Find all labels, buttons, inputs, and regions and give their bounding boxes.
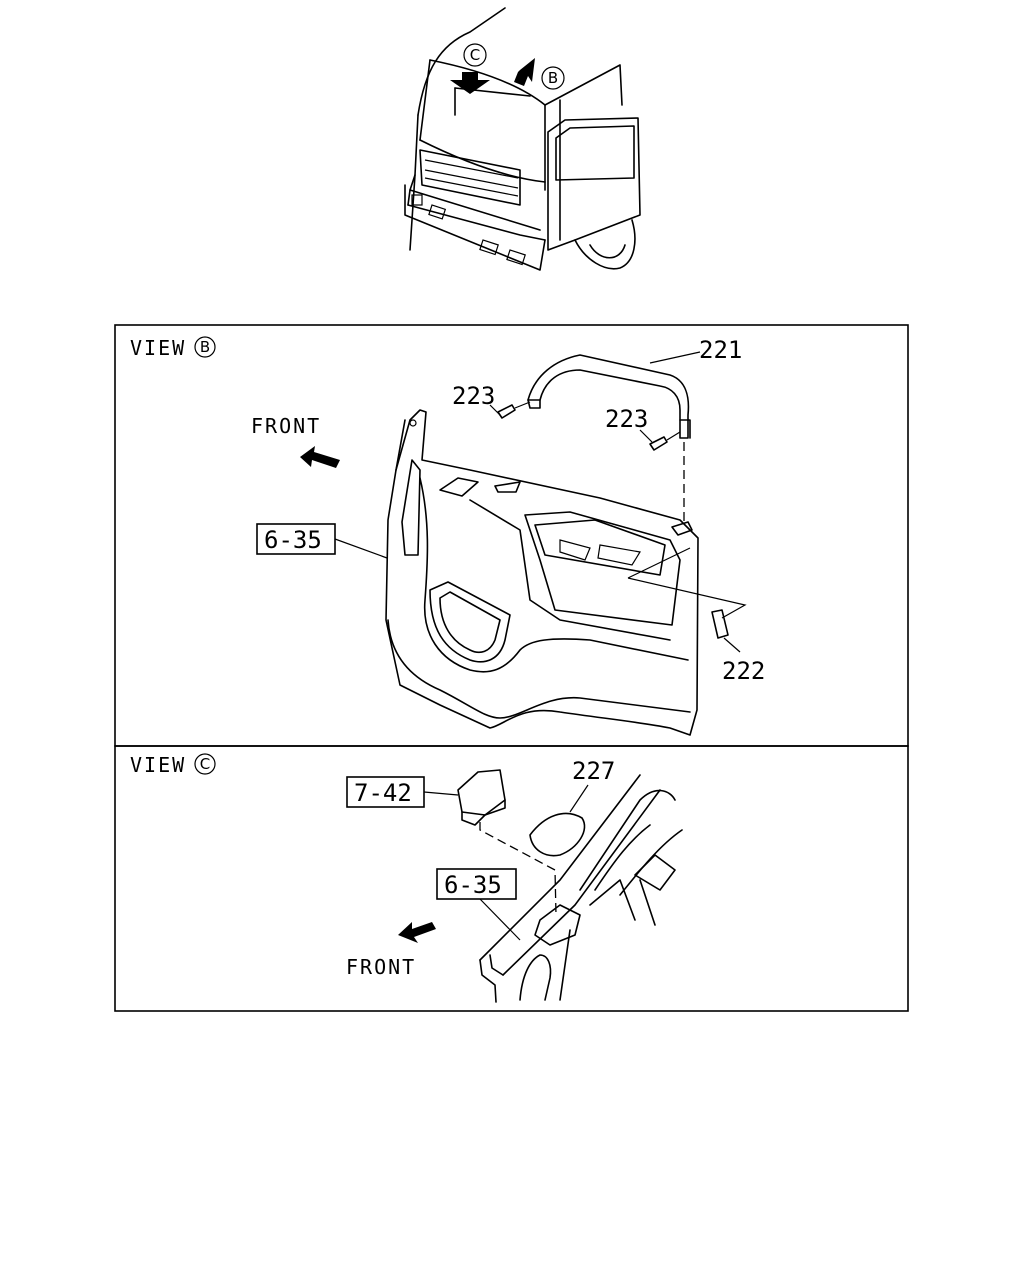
view-c-ref-box-a: 7-42 [346, 776, 459, 808]
view-c-front-label: FRONT [346, 955, 416, 979]
view-c-ref-box-b: 6-35 [436, 868, 521, 941]
cab-corner-structure [479, 774, 683, 1003]
view-c-title: VIEW [130, 753, 186, 777]
view-c-badge: C [200, 755, 210, 773]
screw-223a: 223 [452, 382, 531, 419]
part-227-label: 227 [572, 757, 615, 785]
part-221-label: 221 [699, 336, 742, 364]
truck-cab-overview: C B [404, 7, 641, 271]
arrow-c-icon [450, 72, 490, 94]
callout-b: B [548, 69, 558, 87]
front-arrow-icon [300, 446, 340, 468]
svg-text:6-35: 6-35 [264, 526, 322, 554]
part-223a-label: 223 [452, 382, 495, 410]
callout-c: C [470, 46, 480, 64]
svg-text:7-42: 7-42 [354, 779, 412, 807]
clip-222: 222 [711, 609, 765, 685]
part-222-label: 222 [722, 657, 765, 685]
view-c-panel [114, 745, 909, 1012]
view-b-title: VIEW [130, 336, 186, 360]
screw-223b: 223 [605, 405, 681, 451]
view-b-ref-box: 6-35 [256, 523, 388, 559]
view-c-front-indicator: FRONT [346, 922, 436, 979]
cab-front-panel [385, 409, 699, 736]
part-223b-label: 223 [605, 405, 648, 433]
view-c-header: VIEW C [130, 753, 216, 777]
pad-227: 227 [529, 757, 615, 857]
grab-handle-221: 221 [527, 336, 742, 439]
view-b-badge: B [200, 338, 210, 356]
front-arrow-c-icon [398, 922, 436, 943]
view-b-front-indicator: FRONT [251, 414, 340, 468]
arrow-b-icon [514, 58, 535, 86]
view-b-panel [114, 324, 909, 747]
view-b-header: VIEW B [130, 336, 216, 360]
leader-222 [627, 547, 747, 619]
view-b-front-label: FRONT [251, 414, 321, 438]
svg-text:6-35: 6-35 [444, 871, 502, 899]
cup-holder-7-42 [457, 769, 557, 916]
